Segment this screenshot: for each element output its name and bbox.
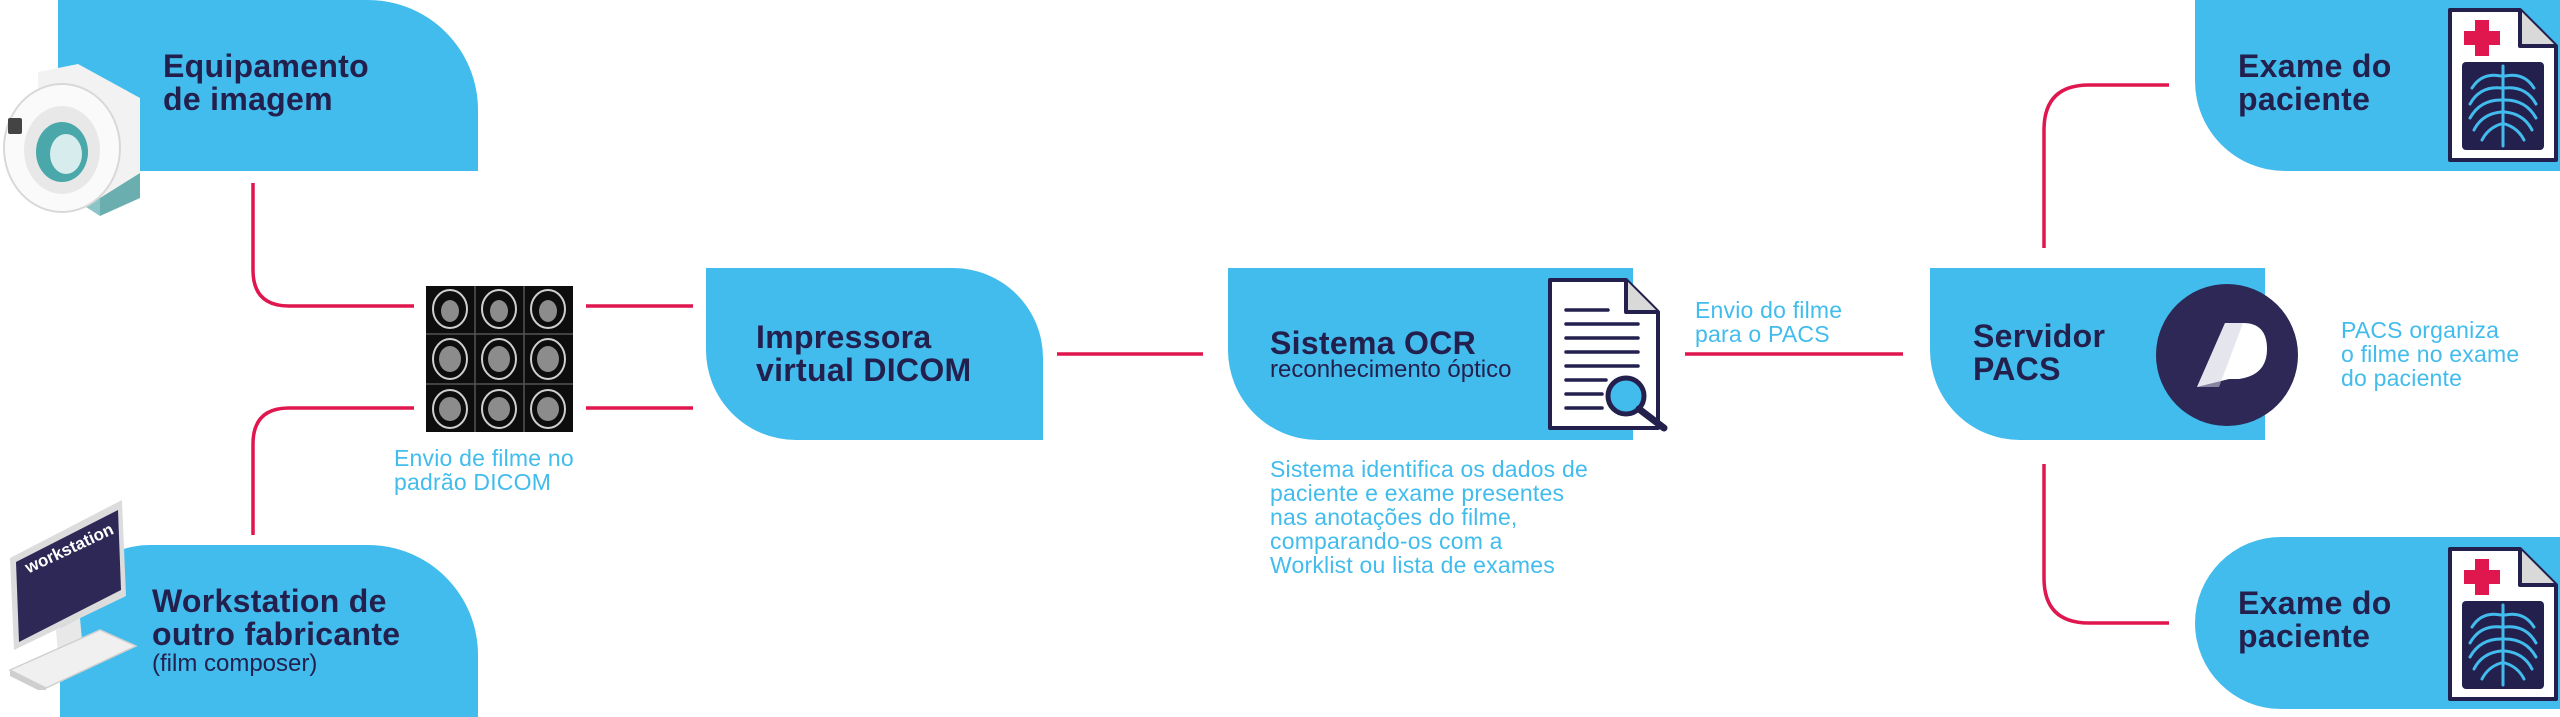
ocr-note-line1: Sistema identifica os dados de [1270, 456, 1588, 482]
pacs-note-line3: do paciente [2341, 365, 2463, 391]
workstation-title-line2: outro fabricante [152, 616, 401, 652]
exame-bottom-title-line2: paciente [2238, 618, 2371, 654]
exame-top-title-line1: Exame do [2238, 48, 2392, 84]
patient-xray-icon [2448, 8, 2558, 162]
dicom-note: Envio de filme no padrão DICOM [394, 446, 574, 494]
ocr-title: Sistema OCR [1270, 325, 1477, 361]
ocr-note: Sistema identifica os dados de paciente … [1270, 457, 1588, 577]
exame-bottom-title-line1: Exame do [2238, 585, 2392, 621]
pacs-title: Servidor PACS [1973, 320, 2105, 386]
connector-workstation-film [251, 406, 414, 535]
pacs-title-line1: Servidor [1973, 318, 2106, 354]
exame-bottom-title: Exame do paciente [2238, 587, 2392, 653]
patient-xray-icon [2448, 547, 2558, 701]
workstation-subtitle: (film composer) [152, 650, 318, 677]
equipamento-title: Equipamento de imagem [163, 50, 369, 116]
ocr-note-line4: comparando-os com a [1270, 528, 1503, 554]
document-search-icon [1548, 278, 1668, 432]
ocr-subtitle: reconhecimento óptico [1270, 356, 1512, 383]
equipamento-title-line1: Equipamento [163, 48, 369, 84]
connector-equipamento-film [251, 183, 414, 308]
pacs-logo-icon [2156, 284, 2298, 426]
pacs-note-line1: PACS organiza [2341, 317, 2500, 343]
ocr-note-line2: paciente e exame presentes [1270, 480, 1565, 506]
exame-top-title: Exame do paciente [2238, 50, 2392, 116]
impressora-title-line1: Impressora [756, 319, 932, 355]
pacs-title-line2: PACS [1973, 351, 2061, 387]
impressora-title-line2: virtual DICOM [756, 352, 972, 388]
dicom-note-line2: padrão DICOM [394, 469, 552, 495]
impressora-title: Impressora virtual DICOM [756, 321, 971, 387]
workstation-monitor-icon: workstation [0, 490, 140, 690]
workstation-box [60, 545, 478, 717]
pacs-note-line2: o filme no exame [2341, 341, 2520, 367]
equipamento-title-line2: de imagem [163, 81, 333, 117]
workstation-title-line1: Workstation de [152, 583, 387, 619]
pacs-note: PACS organiza o filme no exame do pacien… [2341, 318, 2519, 390]
impressora-box [706, 268, 1043, 440]
imaging-scanner-icon [3, 64, 140, 216]
connector-pacs-exame-bottom [2042, 464, 2169, 625]
envio-note-line2: para o PACS [1695, 321, 1830, 347]
workstation-title: Workstation de outro fabricante [152, 585, 400, 651]
connector-pacs-exame-top [2042, 83, 2169, 248]
envio-note: Envio do filme para o PACS [1695, 298, 1842, 346]
envio-note-line1: Envio do filme [1695, 297, 1843, 323]
ocr-note-line3: nas anotações do filme, [1270, 504, 1518, 530]
dicom-note-line1: Envio de filme no [394, 445, 574, 471]
dicom-film-icon [426, 286, 573, 432]
exame-top-title-line2: paciente [2238, 81, 2371, 117]
ocr-note-line5: Worklist ou lista de exames [1270, 552, 1555, 578]
